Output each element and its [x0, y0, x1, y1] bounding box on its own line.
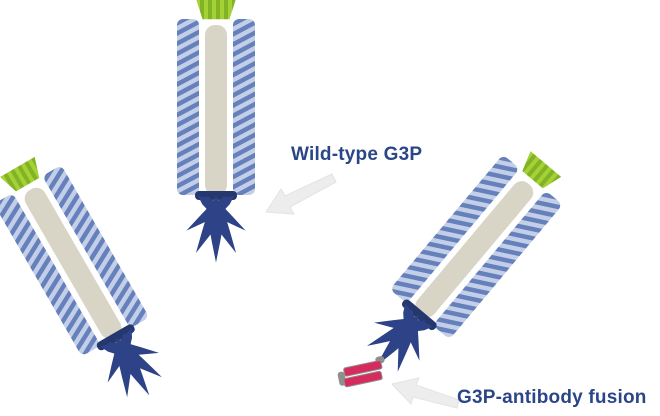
- fusion-arrow-icon: [391, 377, 460, 409]
- wild-type-g3p-label: Wild-type G3P: [291, 144, 423, 165]
- wild-type-arrow-icon: [265, 173, 337, 215]
- antibody-icon: [337, 356, 385, 388]
- g3p-antibody-fusion-label: G3P-antibody fusion: [457, 387, 647, 408]
- phage-upright: [176, 0, 256, 263]
- phage-tilted-right: [346, 138, 577, 392]
- phage-tilted-left: [0, 146, 184, 415]
